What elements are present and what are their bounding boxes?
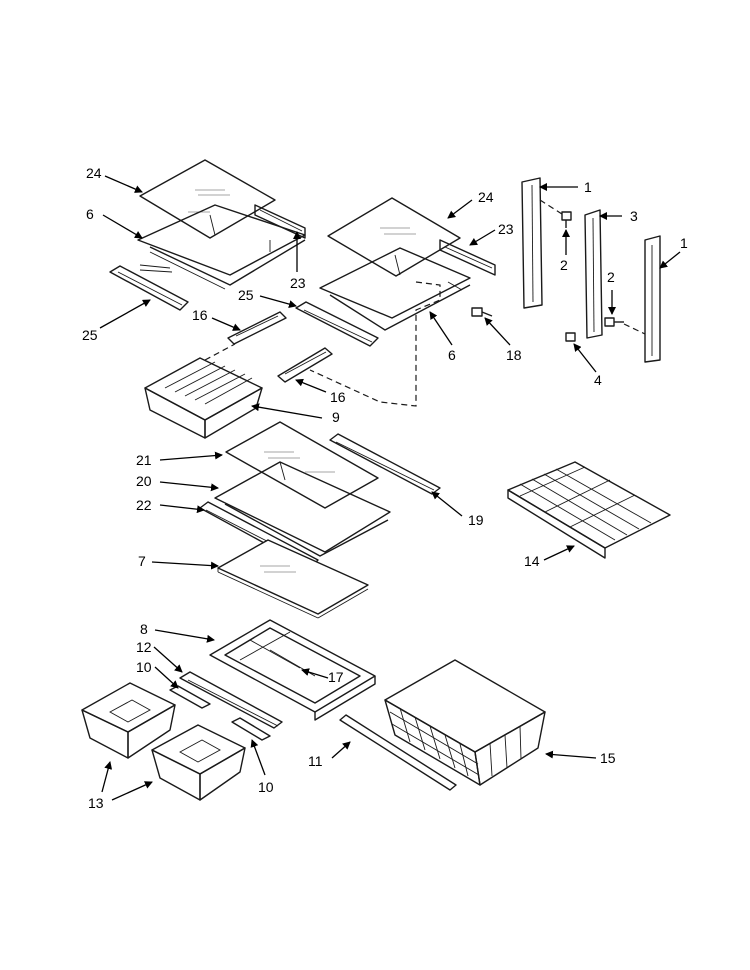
callout-10-upper: 10	[136, 659, 152, 675]
callout-6-left: 6	[86, 206, 94, 222]
crisper-slide-10-lower	[231, 717, 271, 741]
callout-18: 18	[506, 347, 522, 363]
callout-16-upper: 16	[192, 307, 208, 323]
callout-16-lower: 16	[330, 389, 346, 405]
callout-2-upper: 2	[560, 257, 568, 273]
assembly-line-rail-2	[623, 323, 646, 335]
callout-25-middle: 25	[238, 287, 254, 303]
crisper-rod-11	[339, 714, 457, 791]
crisper-drawer-left	[81, 682, 176, 759]
callout-14: 14	[524, 553, 540, 569]
shelf-frame-middle	[214, 461, 391, 557]
callout-1-lower: 1	[680, 235, 688, 251]
shelf-trim-front-top-middle	[295, 301, 379, 347]
shelf-slide-left	[227, 311, 287, 345]
screw-2-lower	[604, 317, 624, 327]
callout-11: 11	[308, 753, 323, 769]
screw-2-upper	[561, 211, 572, 228]
callout-25-left: 25	[82, 327, 98, 343]
callout-8: 8	[140, 621, 148, 637]
callout-6-middle: 6	[448, 347, 456, 363]
callout-24-middle: 24	[478, 189, 494, 205]
leader-lines	[99, 175, 681, 801]
crisper-slide-12	[179, 671, 283, 729]
callout-labels: 24 6 23 25 24 23 25 6 18 1 3 2 1 2 4 16 …	[82, 165, 688, 811]
callout-23-middle: 23	[498, 221, 514, 237]
callout-13: 13	[88, 795, 104, 811]
callout-22: 22	[136, 497, 152, 513]
assembly-line-rail	[539, 199, 563, 215]
assembly-line	[309, 281, 441, 407]
callout-10-lower: 10	[258, 779, 274, 795]
wire-shelf	[507, 461, 671, 559]
callout-23-left: 23	[290, 275, 306, 291]
callout-7: 7	[138, 553, 146, 569]
callout-9: 9	[332, 409, 340, 425]
crisper-frame	[209, 619, 376, 721]
crisper-drawer-right	[151, 724, 246, 801]
assembly-line-slide	[204, 343, 236, 361]
glass-shelf-middle	[225, 421, 379, 509]
shelf-rail-right	[644, 235, 661, 363]
callout-4: 4	[594, 372, 602, 388]
callout-12: 12	[136, 639, 152, 655]
callout-15: 15	[600, 750, 616, 766]
glass-shelf-top-left	[139, 159, 276, 239]
callout-19: 19	[468, 512, 484, 528]
shelf-trim-rear-middle	[329, 433, 441, 495]
callout-2-lower: 2	[607, 269, 615, 285]
callout-20: 20	[136, 473, 152, 489]
shelf-slide-right	[277, 347, 333, 383]
crisper-cover-glass	[217, 539, 369, 619]
shelf-rail-center	[584, 209, 603, 339]
shelf-trim-rear-top-middle	[439, 239, 496, 276]
crisper-slide-10-upper	[169, 685, 211, 709]
glass-shelf-top-middle	[327, 197, 461, 277]
callout-24-left: 24	[86, 165, 102, 181]
screw-4	[565, 332, 576, 342]
screw-18	[471, 307, 493, 317]
callout-3: 3	[630, 208, 638, 224]
wire-basket	[384, 659, 546, 786]
callout-1-upper: 1	[584, 179, 592, 195]
shelf-trim-front-top-left	[109, 264, 189, 311]
callout-21: 21	[136, 452, 152, 468]
shelf-trim-rear-top-left	[254, 204, 306, 239]
callout-17: 17	[328, 669, 344, 685]
shelf-rail-left	[521, 177, 543, 309]
deli-drawer	[144, 357, 263, 439]
shelf-frame-top-middle	[319, 247, 471, 331]
